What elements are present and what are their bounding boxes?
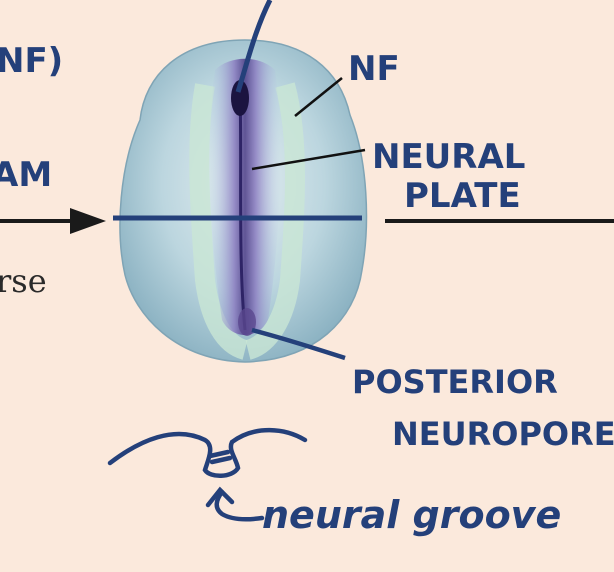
posterior-label-line1: POSTERIOR [352,363,558,401]
nf-pointer [294,77,343,117]
nf-partial-label: NF) [0,41,63,81]
neural-groove-sketch [107,427,308,522]
top-pointer-line [235,0,273,93]
rse-partial-label: rse [0,262,47,300]
neural-plate-label-line1: NEURAL [372,137,525,177]
neural-plate-pointer [251,148,366,171]
posterior-neuropore-pointer [251,327,346,361]
posterior-label-line2: NEUROPORE [392,415,614,453]
neural-plate-label-line2: PLATE [404,176,521,216]
neural-groove-label: neural groove [262,493,561,537]
nf-label: NF [348,49,400,89]
left-arrow [0,208,106,234]
am-partial-label: AM [0,155,52,195]
embryo [119,39,368,363]
